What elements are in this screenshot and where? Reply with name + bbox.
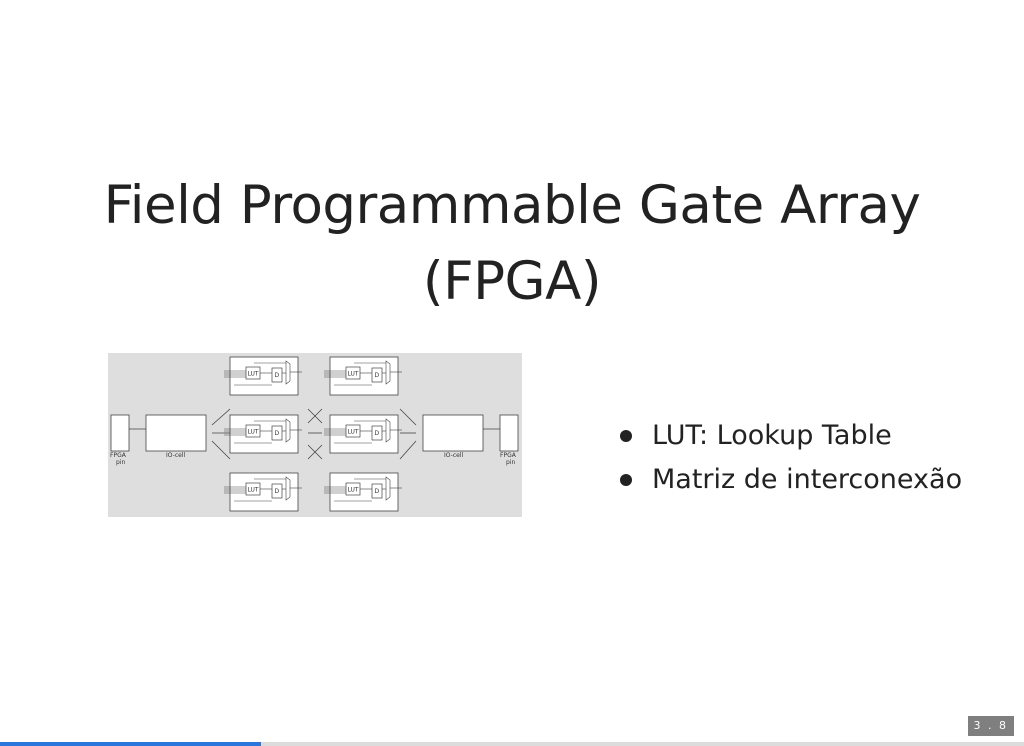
right-fpga-pin <box>499 414 519 452</box>
interconnect-arrows <box>211 408 417 460</box>
bullet-list: LUT: Lookup Table Matriz de interconexão <box>620 414 962 502</box>
lut-label: LUT <box>248 429 259 436</box>
lut-label: LUT <box>348 371 359 378</box>
lut-label: LUT <box>248 487 259 494</box>
left-fpga-pin <box>110 414 130 452</box>
flip-flop-label: D <box>375 488 380 495</box>
right-pin-label-1: FPGA <box>500 452 517 459</box>
lut-label: LUT <box>348 487 359 494</box>
fpga-diagram: LUTDLUTDLUTDLUTDLUTDLUTDDD FPGA pin IO-c… <box>108 353 522 517</box>
bullet-text: Matriz de interconexão <box>652 464 963 495</box>
bullet-item: Matriz de interconexão <box>620 458 962 502</box>
mux-shape <box>385 360 391 385</box>
progress-fill <box>0 742 262 746</box>
flip-flop-label: D <box>375 372 380 379</box>
right-io-label: IO-cell <box>444 452 463 459</box>
left-pin-label-2: pin <box>116 459 125 466</box>
left-io-label: IO-cell <box>166 452 185 459</box>
lut-label: LUT <box>248 371 259 378</box>
mux-shape <box>385 476 391 501</box>
bullet-dot <box>620 430 632 442</box>
flip-flop-label: D <box>275 488 280 495</box>
flip-flop-label: D <box>375 430 380 437</box>
title-line-1: Field Programmable Gate Array <box>103 175 921 236</box>
right-pin-label-2: pin <box>506 459 515 466</box>
title-line-2: (FPGA) <box>422 251 602 312</box>
slide-title: Field Programmable Gate Array (FPGA) <box>40 168 984 320</box>
lut-label: LUT <box>348 429 359 436</box>
mux-shape <box>285 418 291 443</box>
flip-flop-label: D <box>275 372 280 379</box>
flip-flop-box <box>371 425 383 441</box>
mux-shape <box>285 476 291 501</box>
bullet-dot <box>620 474 632 486</box>
mux-shape <box>385 418 391 443</box>
flip-flop-label: D <box>275 430 280 437</box>
flip-flop-box <box>371 483 383 499</box>
mux-shape <box>285 360 291 385</box>
left-io-cell <box>145 414 207 452</box>
left-pin-label-1: FPGA <box>110 452 127 459</box>
flip-flop-box <box>271 367 283 383</box>
bullet-item: LUT: Lookup Table <box>620 414 962 458</box>
flip-flop-box <box>271 483 283 499</box>
progress-bar[interactable] <box>0 742 1024 746</box>
flip-flop-box <box>271 425 283 441</box>
slide-number: 3 . 8 <box>967 716 1014 736</box>
flip-flop-box <box>371 367 383 383</box>
bullet-text: LUT: Lookup Table <box>652 420 892 451</box>
right-io-cell <box>422 414 484 452</box>
